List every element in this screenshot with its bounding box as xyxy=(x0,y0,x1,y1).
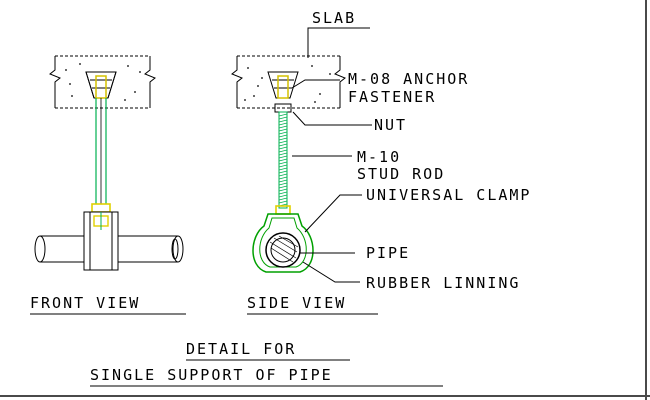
clamp-leader xyxy=(304,194,362,233)
leader-lines xyxy=(291,27,372,283)
side-view xyxy=(231,55,346,273)
front-nut xyxy=(91,203,111,213)
label-rubber: RUBBER LINNING xyxy=(366,274,520,292)
side-clamp xyxy=(252,213,314,273)
side-anchor xyxy=(267,71,299,99)
nut-leader xyxy=(292,111,372,126)
front-stud-rod xyxy=(95,98,107,204)
label-slab: SLAB xyxy=(312,9,356,27)
title-line2: SINGLE SUPPORT OF PIPE xyxy=(90,366,333,384)
label-stud-line1: M-10 xyxy=(357,148,401,166)
rubber-leader xyxy=(302,261,360,283)
front-slab xyxy=(49,55,156,109)
label-anchor-line1: M-08 ANCHOR xyxy=(348,70,469,88)
front-clamp xyxy=(83,211,119,271)
label-clamp: UNIVERSAL CLAMP xyxy=(366,186,531,204)
side-pipe xyxy=(265,232,301,268)
front-pipe xyxy=(34,235,184,263)
label-nut: NUT xyxy=(374,116,407,134)
label-stud-line2: STUD ROD xyxy=(357,165,445,183)
front-view xyxy=(34,55,184,271)
front-anchor xyxy=(85,71,117,99)
side-slab xyxy=(231,55,346,109)
side-stud-rod xyxy=(278,111,288,209)
title-line1: DETAIL FOR xyxy=(186,340,296,358)
slab-leader xyxy=(307,27,370,58)
label-side-view: SIDE VIEW xyxy=(247,294,346,312)
label-front-view: FRONT VIEW xyxy=(30,294,140,312)
anchor-leader xyxy=(291,79,340,89)
label-anchor-line2: FASTENER xyxy=(348,88,436,106)
label-pipe: PIPE xyxy=(366,244,410,262)
